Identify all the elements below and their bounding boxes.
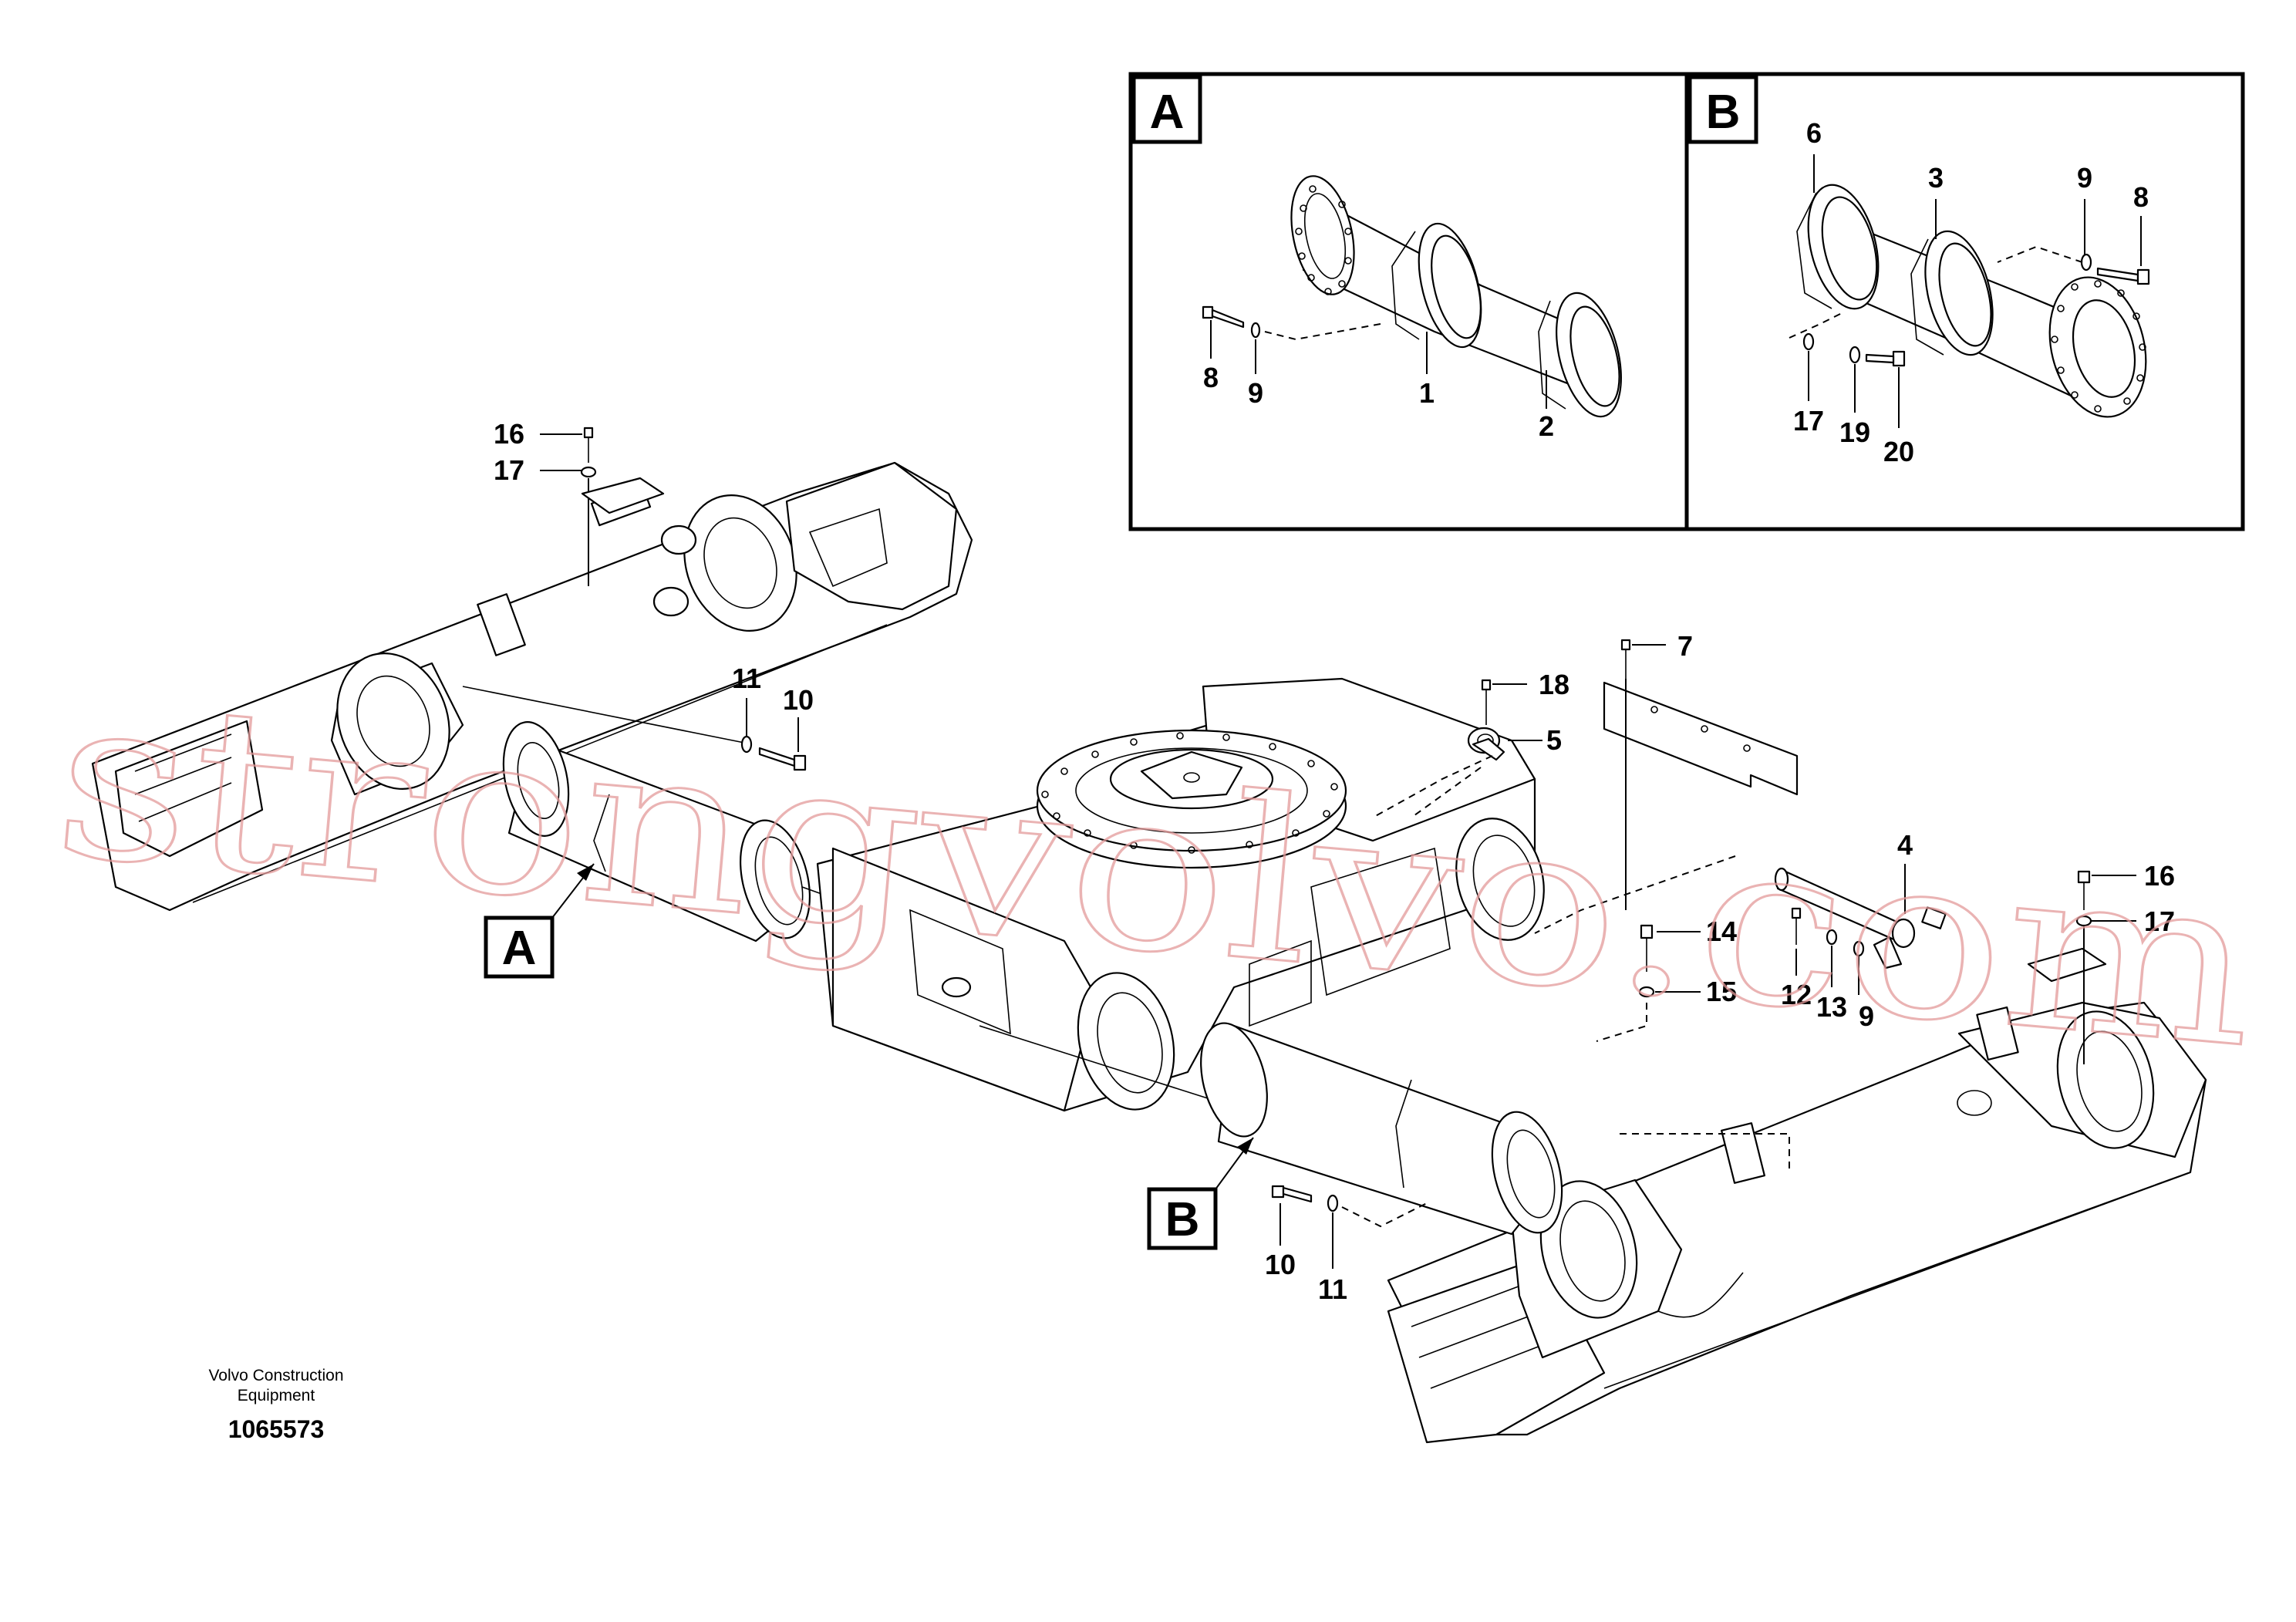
callout-b-3: 3 xyxy=(1928,162,1944,194)
callout-b-6: 6 xyxy=(1806,117,1822,149)
callout-b-9: 9 xyxy=(2077,162,2092,194)
panel-b-tube-assembly: 6 3 9 8 17 19 20 xyxy=(1789,117,2150,467)
caption-block: Volvo Construction Equipment 1065573 xyxy=(208,1367,343,1443)
svg-text:B: B xyxy=(1706,86,1741,139)
panel-b-bolt-20 xyxy=(1865,350,1906,367)
panel-b-washer-9 xyxy=(2080,253,2092,271)
left-frame-cover-plate xyxy=(581,477,665,514)
right-frame-bolt-16 xyxy=(2077,870,2091,910)
svg-text:A: A xyxy=(1150,86,1185,139)
bushing-3 xyxy=(1910,230,1994,356)
callout-16-right: 16 xyxy=(2144,860,2175,892)
bushing-1 xyxy=(1391,222,1482,349)
right-cross-tube: 10 11 xyxy=(1200,1022,1563,1305)
left-tube-bolt-10 xyxy=(758,747,807,771)
callout-5: 5 xyxy=(1546,724,1562,756)
callout-12: 12 xyxy=(1781,979,1812,1010)
callout-b-19: 19 xyxy=(1839,416,1870,448)
panel-a-flange-holes xyxy=(1295,185,1352,295)
callout-b-17: 17 xyxy=(1793,405,1824,437)
callout-a-2: 2 xyxy=(1539,410,1554,442)
right-tube-washer-11 xyxy=(1327,1194,1339,1212)
panel-a-bolt-8 xyxy=(1202,305,1245,329)
panel-a-tube-assembly: 8 9 1 2 xyxy=(1202,175,1622,442)
bolt-14-washer-15: 14 15 xyxy=(1596,916,1737,1042)
callout-b-8: 8 xyxy=(2133,181,2149,213)
center-carbody xyxy=(816,677,1636,1235)
marker-b: B xyxy=(1147,1137,1254,1250)
svg-text:B: B xyxy=(1165,1193,1200,1246)
bracket-7: 7 xyxy=(1603,630,1799,910)
callout-a-8: 8 xyxy=(1203,362,1219,393)
marker-a: A xyxy=(484,863,595,979)
callout-10-bottom: 10 xyxy=(1265,1249,1296,1280)
callout-10-top: 10 xyxy=(783,684,814,716)
callout-18: 18 xyxy=(1539,669,1569,700)
callout-11-top: 11 xyxy=(732,663,761,694)
callout-a-9: 9 xyxy=(1248,377,1263,409)
callout-a-1: 1 xyxy=(1419,377,1435,409)
panel-a-label: A xyxy=(1131,75,1202,144)
callout-b-20: 20 xyxy=(1883,436,1914,467)
pin-4: 4 12 13 9 xyxy=(1534,829,1947,1032)
panel-a-washer-9 xyxy=(1250,322,1261,339)
callout-17-right: 17 xyxy=(2144,905,2175,937)
callout-11-bottom: 11 xyxy=(1318,1273,1347,1305)
svg-text:A: A xyxy=(502,922,537,975)
pin-4-fasteners xyxy=(1791,907,1865,957)
panel-b-flange xyxy=(2048,276,2147,418)
panel-b-washer-17 xyxy=(1802,332,1815,351)
bushing-6 xyxy=(1796,184,1880,310)
callout-16-left: 16 xyxy=(494,418,524,450)
callout-9-main: 9 xyxy=(1859,1000,1874,1032)
swing-bearing-holes xyxy=(1041,732,1338,854)
caption-company-line2: Equipment xyxy=(238,1387,315,1404)
left-frame-washer-17 xyxy=(580,466,597,478)
caption-company-line1: Volvo Construction xyxy=(208,1367,343,1384)
callout-4: 4 xyxy=(1897,829,1913,861)
callout-13: 13 xyxy=(1816,991,1847,1023)
panel-b-bolt-8 xyxy=(2096,267,2150,285)
callout-17-left: 17 xyxy=(494,454,524,486)
callout-7: 7 xyxy=(1677,630,1693,662)
callout-14: 14 xyxy=(1706,916,1737,947)
right-frame-cover-plate xyxy=(2027,947,2107,983)
document-number: 1065573 xyxy=(228,1415,325,1443)
right-tube-bolt-10 xyxy=(1271,1185,1313,1203)
mount-5: 18 5 xyxy=(1372,669,1569,818)
left-track-frame: 16 17 xyxy=(91,418,973,912)
panel-b-label: B xyxy=(1687,75,1758,144)
panel-b-washer-19 xyxy=(1849,346,1861,364)
callout-15: 15 xyxy=(1706,976,1737,1007)
bushing-2 xyxy=(1538,292,1622,418)
left-cross-tube: 11 10 xyxy=(462,663,857,943)
left-frame-bolt-16 xyxy=(583,427,594,463)
